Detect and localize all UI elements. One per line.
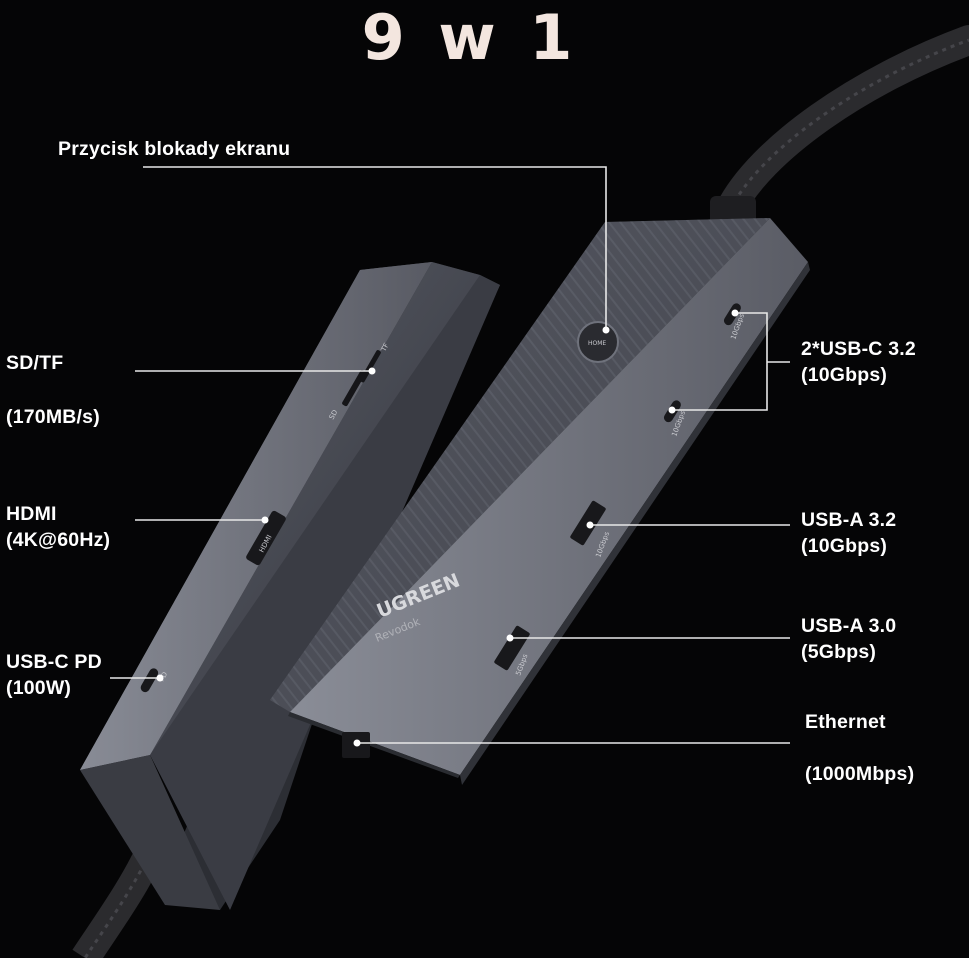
right-module-side	[290, 218, 808, 775]
hdmi-port	[246, 510, 286, 566]
label-sdtf-line2: (170MB/s)	[6, 406, 100, 428]
label-usbc-pd: USB-C PD (100W)	[6, 649, 102, 701]
label-screen-lock-text: Przycisk blokady ekranu	[58, 138, 291, 160]
label-usba32-line1: USB-A 3.2	[801, 509, 897, 531]
usbc-pd-port	[140, 668, 159, 693]
label-sdtf: SD/TF (170MB/s)	[6, 350, 100, 430]
label-usba30-line1: USB-A 3.0	[801, 615, 897, 637]
sd-slot	[342, 369, 366, 407]
usba30-port	[494, 625, 530, 671]
label-usbc32-line2: (10Gbps)	[801, 364, 888, 386]
label-usba32-line2: (10Gbps)	[801, 535, 888, 557]
label-usbc32-line1: 2*USB-C 3.2	[801, 338, 916, 360]
label-sdtf-line1: SD/TF	[6, 352, 64, 374]
label-usba30: USB-A 3.0 (5Gbps)	[801, 613, 896, 665]
page-title: 9 w 1	[361, 1, 579, 74]
label-usbc-pd-line2: (100W)	[6, 677, 72, 699]
callout-lock	[143, 166, 607, 330]
label-usbc-pd-line1: USB-C PD	[6, 651, 102, 673]
tf-slot	[359, 350, 381, 383]
sd-mark: SD	[328, 408, 340, 420]
left-module	[80, 262, 500, 910]
callout-lines	[110, 166, 790, 744]
label-ethernet: Ethernet (1000Mbps)	[805, 709, 914, 787]
label-hdmi: HDMI (4K@60Hz)	[6, 501, 110, 553]
label-usba32: USB-A 3.2 (10Gbps)	[801, 507, 896, 559]
lock-button-mark: HOME	[588, 340, 606, 347]
label-screen-lock: Przycisk blokady ekranu	[58, 136, 290, 162]
label-hdmi-line2: (4K@60Hz)	[6, 529, 111, 551]
pd-mark: PD	[158, 671, 170, 683]
tf-mark: TF	[379, 342, 390, 354]
label-ethernet-line2: (1000Mbps)	[805, 763, 915, 785]
label-hdmi-line1: HDMI	[6, 503, 57, 525]
top-cable-plug	[710, 196, 756, 224]
label-ethernet-line1: Ethernet	[805, 711, 886, 733]
label-usbc32: 2*USB-C 3.2 (10Gbps)	[801, 336, 916, 388]
label-usba30-line2: (5Gbps)	[801, 641, 877, 663]
